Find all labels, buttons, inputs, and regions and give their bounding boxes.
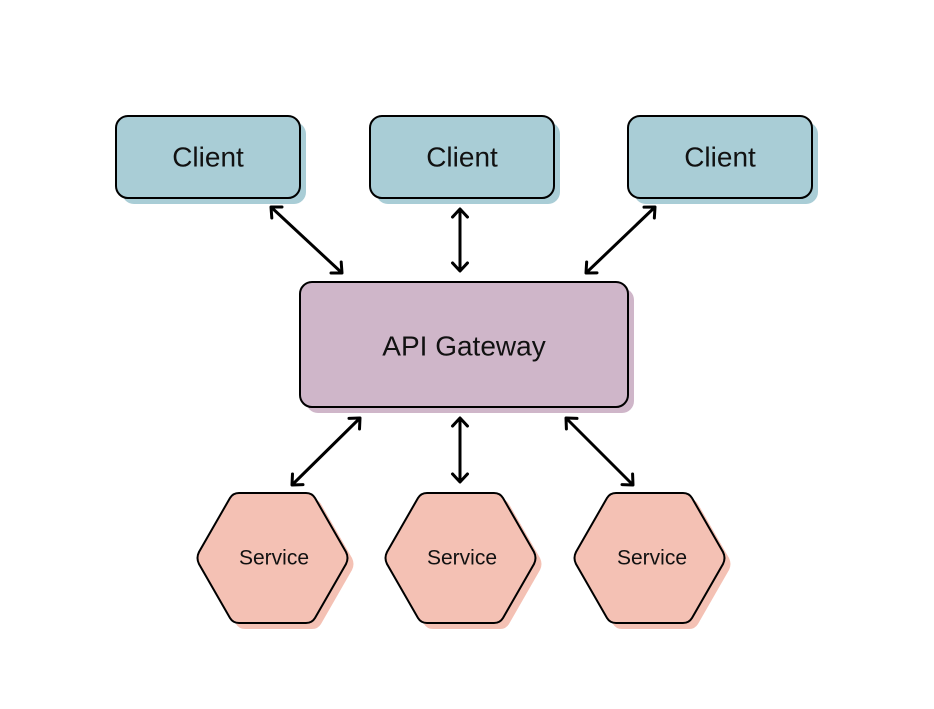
arrow-head-end — [451, 472, 469, 484]
arrow-head-start — [642, 205, 657, 220]
arrow-shaft — [290, 416, 362, 487]
arrow-head-start — [451, 207, 469, 219]
arrow-gateway-service-1 — [290, 416, 362, 487]
service-node-3-label: Service — [617, 547, 687, 570]
service-node-1: Service — [196, 492, 354, 629]
api-gateway-node: API Gateway — [299, 281, 634, 413]
arrow-gateway-service-3 — [564, 416, 635, 487]
arrow-head-start — [564, 416, 579, 431]
arrow-head-end — [329, 260, 344, 275]
client-node-1-box — [115, 115, 301, 199]
service-node-2: Service — [384, 492, 542, 629]
service-node-2-label: Service — [427, 547, 497, 570]
arrow-head-end — [451, 261, 469, 273]
client-node-2: Client — [369, 115, 560, 204]
arrow-gateway-service-2 — [451, 416, 469, 484]
arrow-client-1-gateway — [269, 205, 344, 275]
client-node-2-label: Client — [426, 142, 498, 173]
arrow-client-2-gateway — [451, 207, 469, 273]
client-node-2-box — [369, 115, 555, 199]
arrow-head-start — [347, 416, 362, 431]
service-node-1-box — [196, 492, 349, 624]
service-node-2-box — [384, 492, 537, 624]
service-node-1-label: Service — [239, 547, 309, 570]
arrow-shaft — [564, 416, 635, 487]
client-node-3-box — [627, 115, 813, 199]
client-node-3: Client — [627, 115, 818, 204]
arrow-head-start — [451, 416, 469, 428]
arrow-head-end — [290, 472, 305, 487]
arrow-head-end — [584, 260, 599, 275]
arrow-shaft — [269, 205, 344, 275]
service-node-3: Service — [573, 492, 731, 629]
client-node-1: Client — [115, 115, 306, 204]
arrow-client-3-gateway — [584, 205, 657, 275]
api-gateway-box — [299, 281, 629, 408]
client-node-1-label: Client — [172, 142, 244, 173]
api-gateway-label: API Gateway — [382, 331, 545, 362]
client-node-3-label: Client — [684, 142, 756, 173]
service-node-3-box — [573, 492, 726, 624]
arrow-head-start — [269, 205, 284, 220]
arrow-shaft — [584, 205, 657, 275]
arrow-head-end — [620, 472, 635, 487]
